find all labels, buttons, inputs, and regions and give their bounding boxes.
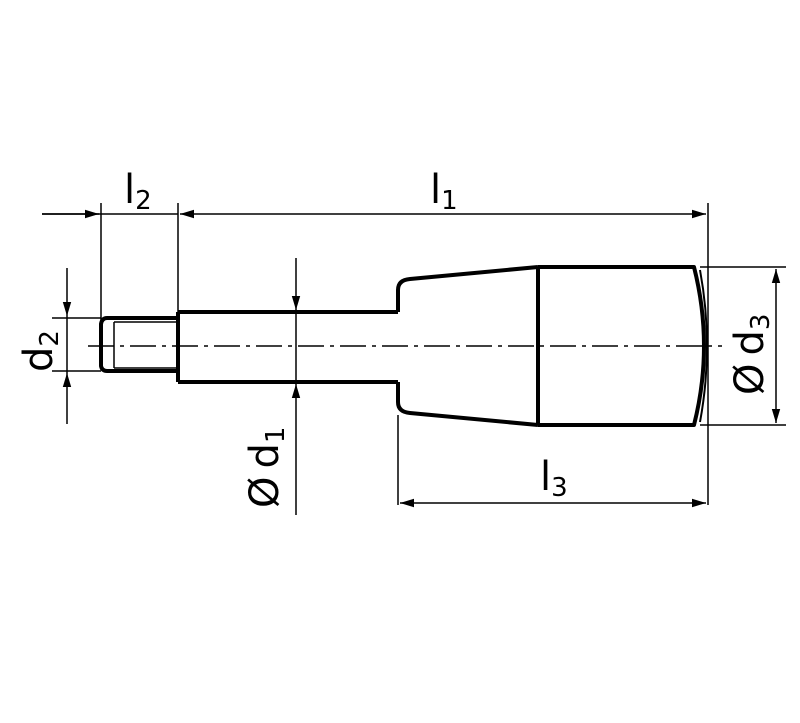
tapered-body	[396, 265, 539, 427]
part-outline	[99, 265, 706, 427]
label-l1: l1	[430, 167, 458, 216]
label-l2: l2	[124, 167, 152, 216]
shaft	[176, 310, 398, 384]
label-d3: Ød3	[727, 314, 776, 395]
extension-lines	[52, 203, 786, 505]
thread-root-line	[113, 321, 178, 369]
label-d1: Ød1	[242, 427, 291, 508]
threaded-stud	[99, 316, 178, 373]
grip-end-detail	[699, 269, 708, 423]
dimension-lines	[42, 209, 781, 515]
grip-body	[536, 265, 706, 427]
label-d2: d2	[16, 330, 65, 372]
label-l3: l3	[540, 454, 568, 503]
